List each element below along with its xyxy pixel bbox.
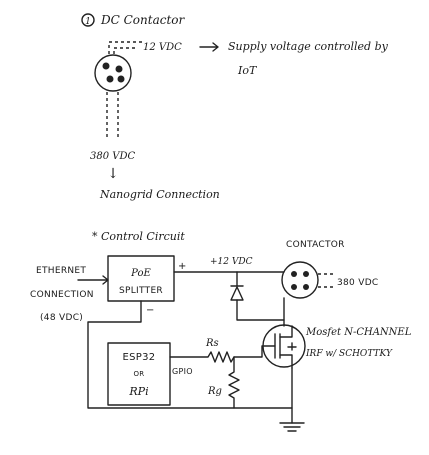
- diode-triangle: [230, 286, 244, 301]
- poe-label: PoE: [130, 268, 151, 279]
- contactor-circuit-label: CONTACTOR: [286, 240, 345, 250]
- supply-arrow: [199, 42, 219, 52]
- main-voltage-label: 380 VDC: [90, 151, 136, 162]
- contactor-terminal: [291, 271, 297, 277]
- pulldown-resistor-rg: [228, 356, 240, 409]
- diode-lead-bottom: [236, 299, 285, 321]
- mosfet-label-line1: Mosfet N-CHANNEL: [305, 327, 412, 338]
- mcu-label-line1: ESP32: [123, 352, 156, 363]
- rs-label: Rs: [205, 338, 219, 349]
- gate-resistor-rs: [169, 345, 276, 363]
- rg-label: Rg: [207, 386, 222, 397]
- control-circuit-heading: * Control Circuit: [92, 230, 185, 243]
- ethernet-label-line2: CONNECTION: [30, 290, 94, 300]
- mcu-box: [107, 342, 171, 406]
- contactor-terminal: [291, 284, 297, 290]
- contactor-body-circuit: [281, 261, 319, 299]
- contactor-terminal: [115, 65, 123, 73]
- gpio-label: GPIO: [172, 367, 193, 376]
- mosfet-diode: [287, 342, 297, 351]
- supply-note-line1: Supply voltage controlled by: [228, 40, 389, 53]
- plus-sign: +: [178, 261, 187, 272]
- supply-note-line2: IoT: [237, 64, 258, 77]
- ground-icon: [279, 422, 305, 432]
- contactor-terminal: [303, 284, 309, 290]
- down-arrow-glyph: ↓: [107, 166, 119, 182]
- ground-wire: [87, 300, 293, 409]
- minus-sign: −: [146, 305, 155, 316]
- ethernet-arrow: [77, 275, 109, 285]
- contactor-title: DC Contactor: [100, 13, 185, 27]
- contactor-body-top: [94, 54, 132, 92]
- contactor-terminal: [106, 75, 114, 83]
- section-number-circle: [81, 13, 95, 27]
- ethernet-label-line3: (48 VDC): [40, 313, 83, 323]
- nanogrid-label: Nanogrid Connection: [99, 188, 220, 201]
- contactor-terminal: [117, 75, 125, 83]
- coil-lead-dashed: [113, 47, 136, 54]
- coil-voltage-label: 12 VDC: [143, 42, 182, 53]
- section-number: 1: [85, 17, 91, 27]
- rail-12v-label: +12 VDC: [210, 257, 253, 267]
- mosfet-drain-source: [279, 325, 293, 369]
- coil-lead-dashed: [108, 41, 142, 54]
- contactor-terminal: [303, 271, 309, 277]
- contactor-terminal: [102, 62, 110, 70]
- mcu-label-line3: RPi: [128, 385, 148, 398]
- ethernet-label-line1: ETHERNET: [36, 266, 86, 276]
- mosfet-label-line2: IRF w/ SCHOTTKY: [305, 349, 393, 359]
- splitter-label: SPLITTER: [119, 286, 163, 296]
- mcu-label-line2: OR: [134, 370, 145, 378]
- contactor-380-label: 380 VDC: [337, 278, 379, 288]
